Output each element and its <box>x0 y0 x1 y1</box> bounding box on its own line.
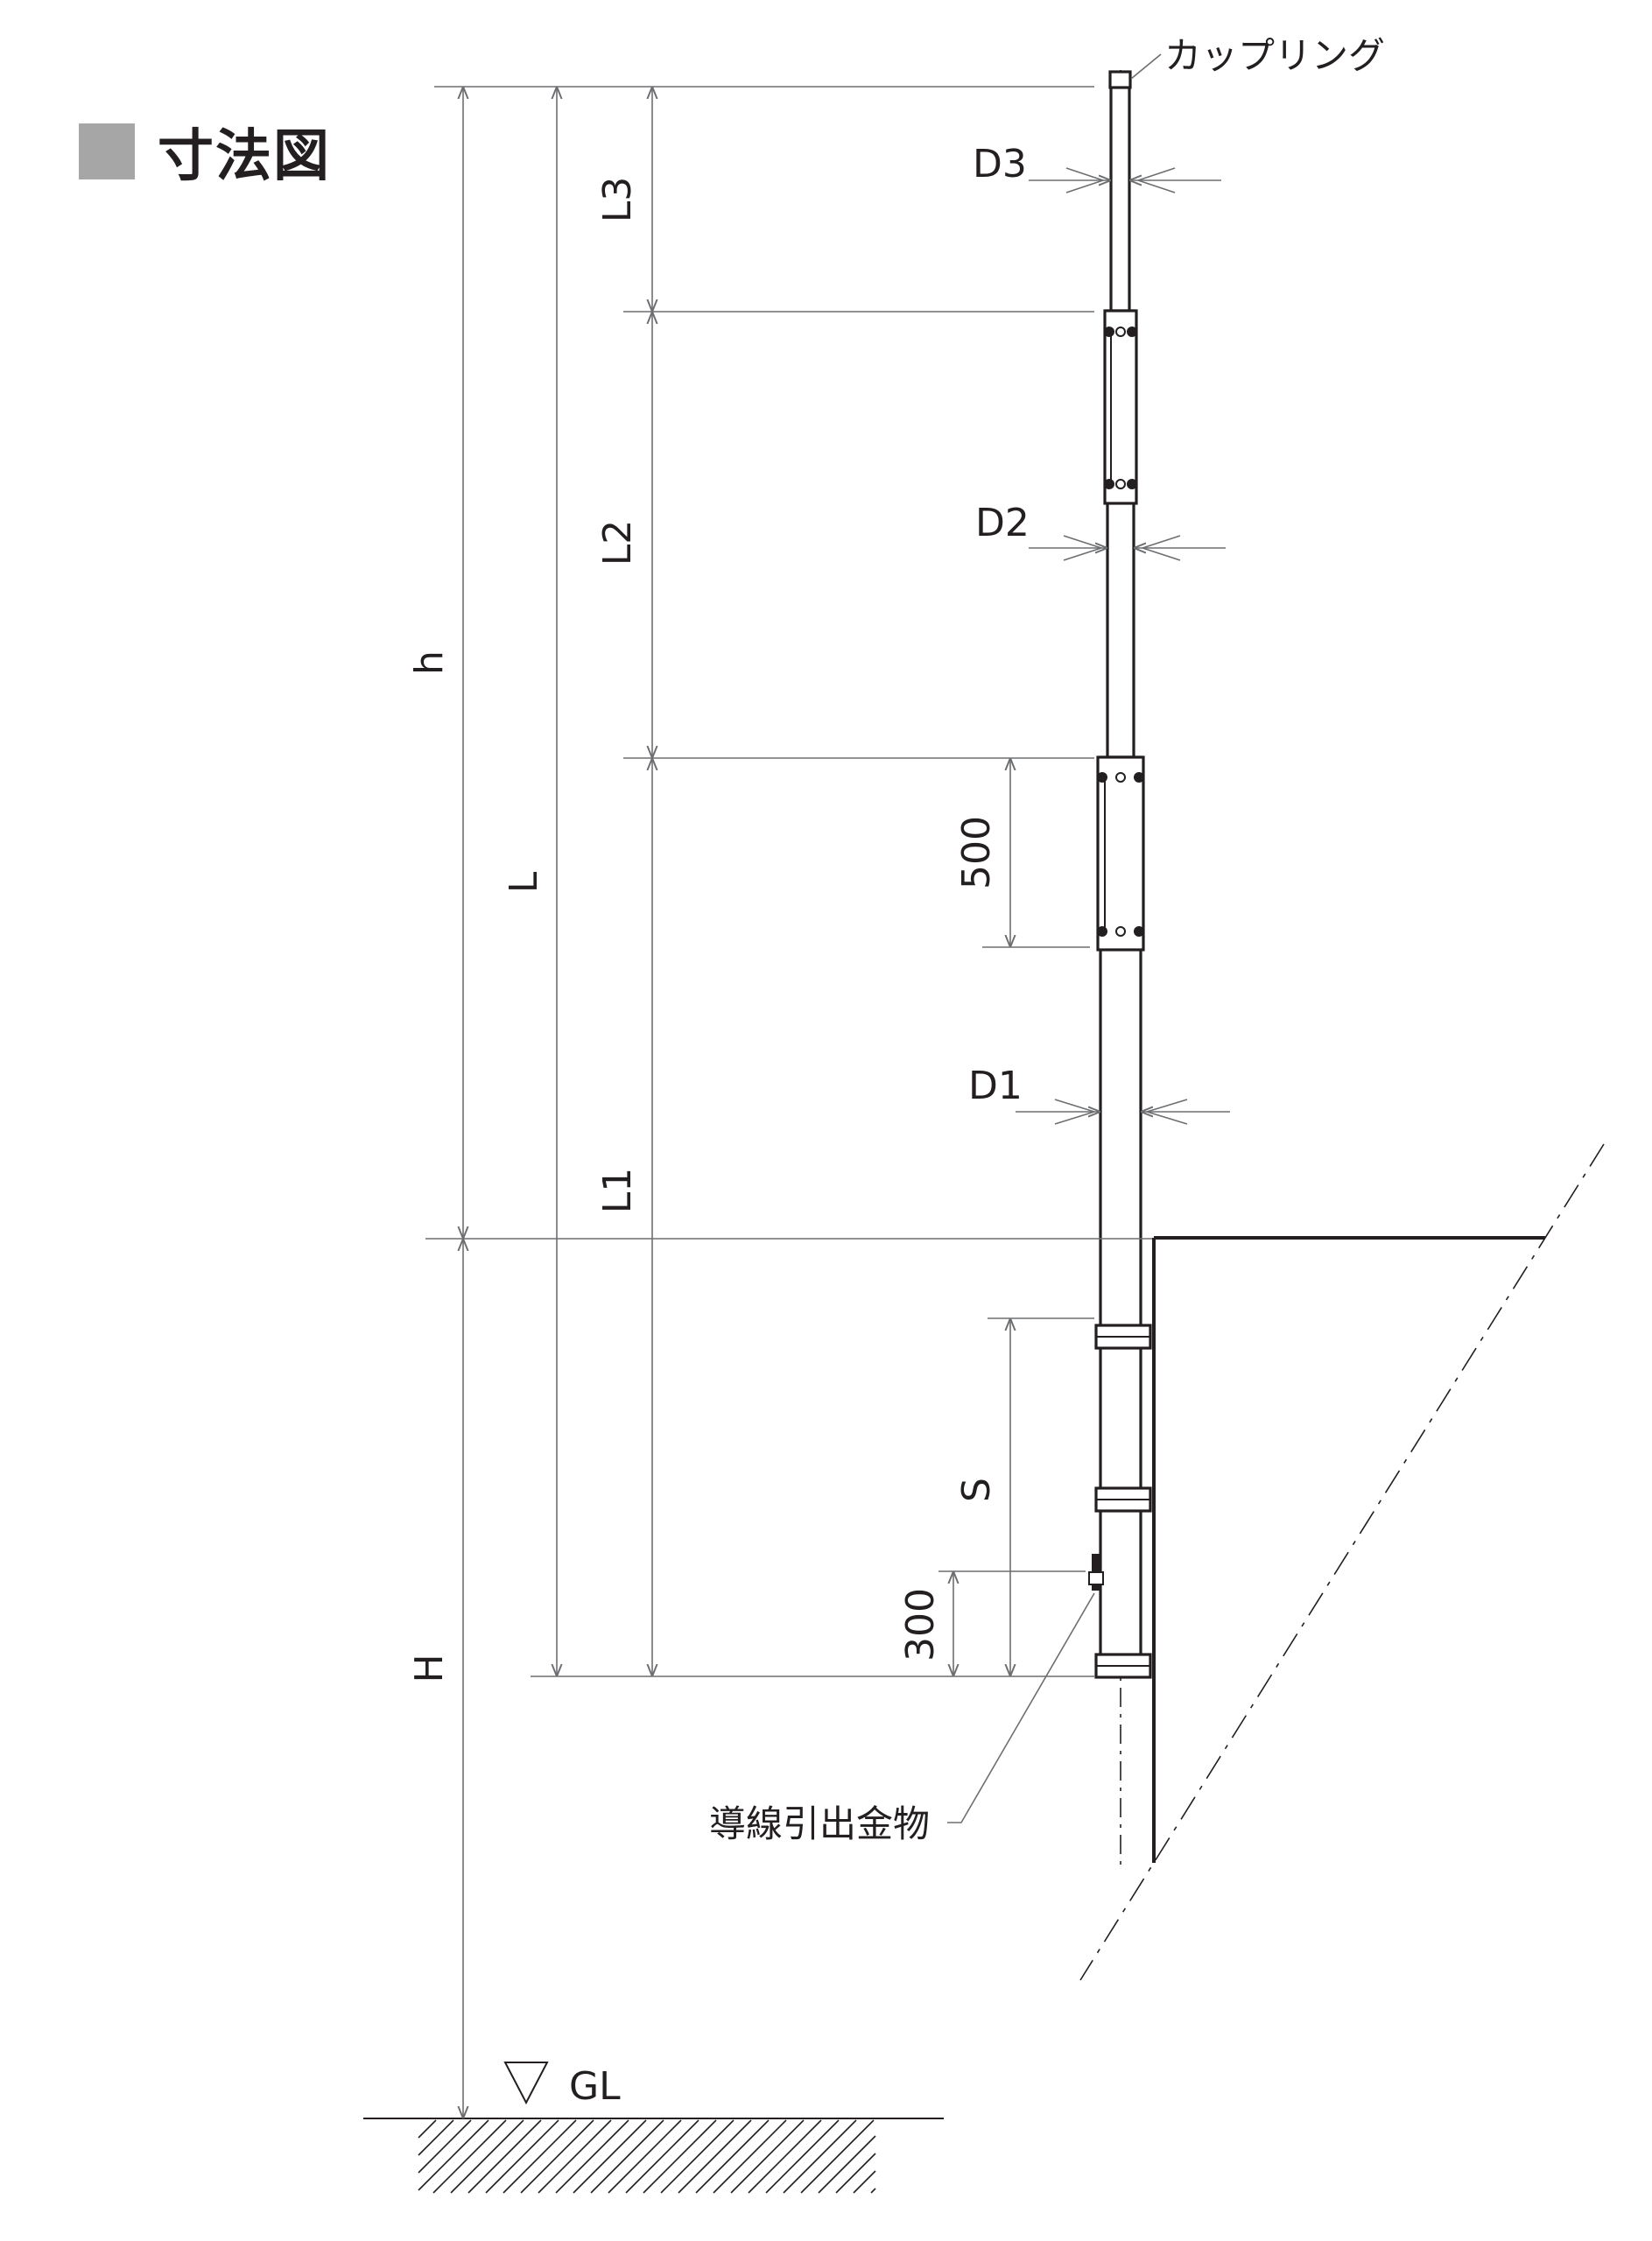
dimension-D3 <box>1029 167 1221 193</box>
hatch-line <box>520 2119 594 2194</box>
hatch-line <box>643 2119 717 2194</box>
mounting-band <box>1094 1324 1152 1350</box>
mounting-band <box>1094 1486 1152 1513</box>
hatch-line <box>818 2135 876 2194</box>
l2-label: L2 <box>595 520 640 566</box>
hatch-line <box>870 2188 876 2194</box>
hatch-line <box>853 2170 876 2194</box>
hatch-line <box>418 2119 472 2174</box>
mounting-band <box>1094 1653 1152 1679</box>
hatch-line <box>625 2119 699 2194</box>
ground-hatching <box>418 2119 876 2194</box>
hatch-line <box>485 2119 559 2194</box>
slope-dashed-line <box>1079 1143 1605 1981</box>
title-text: 寸法図 <box>158 124 331 189</box>
hatch-line <box>730 2119 805 2194</box>
hatch-line <box>660 2119 735 2194</box>
joint-bolt-icon <box>1097 327 1144 937</box>
hatch-line <box>590 2119 664 2194</box>
h-lower-label: H <box>407 1654 452 1683</box>
l-total-label: L <box>502 871 546 893</box>
dim-300-label: 300 <box>898 1588 943 1661</box>
hatch-line <box>555 2119 629 2194</box>
hatch-line <box>418 2119 454 2156</box>
hatch-line <box>695 2119 770 2194</box>
title-square-icon <box>79 123 135 179</box>
hatch-line <box>608 2119 682 2194</box>
hatch-line <box>800 2119 875 2194</box>
hatch-line <box>467 2119 542 2194</box>
pole-segment-2 <box>1103 309 1138 759</box>
pole-segment-1 <box>1096 755 1145 1678</box>
lead-fitting <box>1088 1554 1104 1591</box>
hatch-line <box>765 2119 840 2194</box>
pole-segment-3 <box>1109 84 1131 313</box>
lead-fitting-label: 導線引出金物 <box>709 1802 930 1845</box>
d3-label: D3 <box>973 142 1027 186</box>
coupling-label: カップリング <box>1164 34 1385 77</box>
coupling-leader <box>1130 53 1162 80</box>
dim-500-label: 500 <box>954 816 999 889</box>
l3-label: L3 <box>595 177 640 223</box>
d2-label: D2 <box>975 501 1030 545</box>
l1-label: L1 <box>595 1168 640 1214</box>
hatch-line <box>450 2119 524 2194</box>
hatch-line <box>503 2119 577 2194</box>
d1-label: D1 <box>968 1064 1023 1108</box>
hatch-line <box>713 2119 787 2194</box>
hatch-line <box>418 2119 437 2139</box>
gl-triangle-icon <box>503 2062 549 2105</box>
hatch-line <box>418 2119 489 2191</box>
hatch-line <box>748 2119 822 2194</box>
page-title: 寸法図 <box>79 112 331 191</box>
coupling <box>1108 70 1132 89</box>
gl-label: GL <box>569 2064 621 2109</box>
hatch-line <box>538 2119 612 2194</box>
lead-fitting-leader <box>947 1592 1095 1823</box>
hatch-line <box>432 2119 507 2194</box>
hatch-line <box>573 2119 647 2194</box>
h-upper-label: h <box>407 650 452 675</box>
hatch-line <box>678 2119 752 2194</box>
hatch-line <box>835 2153 876 2194</box>
hatch-line <box>783 2119 857 2194</box>
s-label: S <box>954 1478 999 1502</box>
dimension-D2 <box>1029 535 1226 561</box>
wall-outline <box>1152 1236 1545 1863</box>
dimension-D1 <box>1016 1099 1230 1125</box>
